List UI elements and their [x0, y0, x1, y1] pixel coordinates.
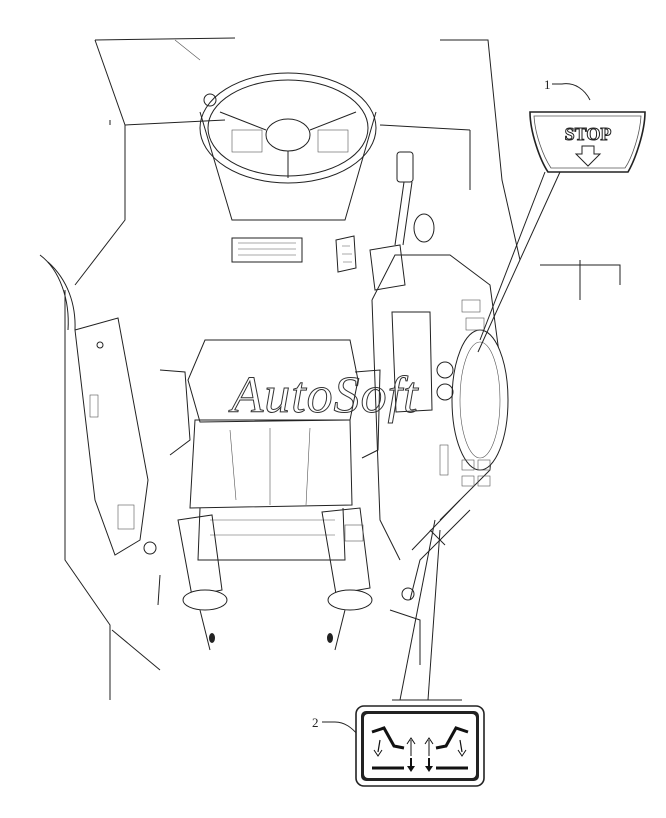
left-door-panel	[39, 254, 149, 556]
lift-arm-left-icon	[371, 726, 405, 770]
callout-2: 2	[312, 519, 485, 787]
lift-arm-right-icon	[435, 726, 469, 770]
watermark-text: AutoSoft	[228, 367, 419, 424]
gear-lever	[369, 151, 435, 291]
seat-joysticks	[177, 507, 373, 651]
cab-frame	[64, 37, 621, 700]
callout-2-number: 2	[312, 715, 319, 730]
operator-seat	[159, 339, 381, 561]
steering-wheel	[199, 72, 377, 221]
up-down-arrows-icon	[406, 737, 434, 772]
right-console	[371, 254, 509, 601]
stop-decal-label: STOP	[565, 124, 612, 144]
pedals	[231, 235, 357, 273]
stop-decal	[529, 111, 646, 173]
callout-1-number: 1	[544, 77, 551, 92]
arrow-down-icon	[574, 145, 602, 167]
callout-1: 1 STOP	[477, 77, 646, 353]
